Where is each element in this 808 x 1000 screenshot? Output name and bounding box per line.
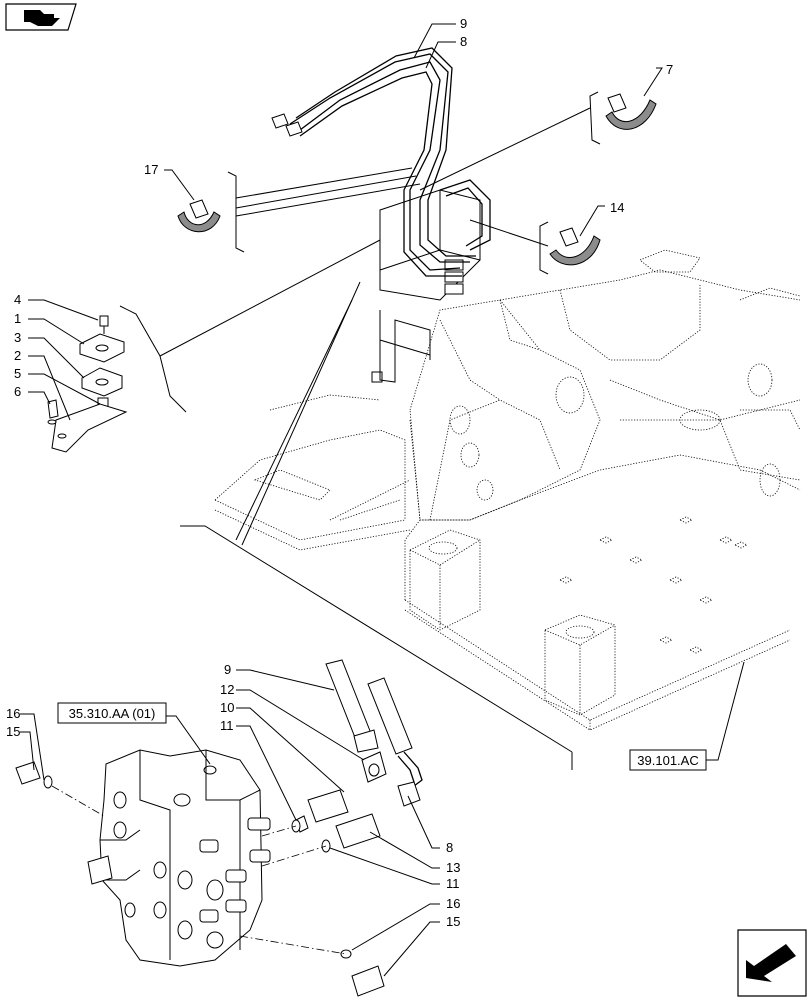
callout-3: 3 xyxy=(14,330,21,345)
callout-14: 14 xyxy=(610,200,624,215)
callout-15: 15 xyxy=(6,724,20,739)
callout-10: 10 xyxy=(220,700,234,715)
callout-1: 1 xyxy=(14,311,21,326)
callout-9-bottom: 9 xyxy=(224,662,231,677)
navigation-arrow-icon[interactable] xyxy=(737,929,807,997)
ref-label-control-valve: 35.310.AA (01) xyxy=(69,706,156,721)
ref-box-control-valve[interactable]: 35.310.AA (01) xyxy=(57,702,167,724)
hose-clamp-14 xyxy=(539,221,601,275)
machine-frame xyxy=(214,249,801,731)
callout-11: 11 xyxy=(220,718,234,733)
clamp-assembly-parts xyxy=(47,305,187,453)
callout-8: 8 xyxy=(460,34,467,49)
callout-13: 13 xyxy=(446,860,460,875)
callout-16: 16 xyxy=(6,706,20,721)
callout-9: 9 xyxy=(460,16,467,31)
valve-and-hoses-assembly xyxy=(271,47,491,383)
callout-15-bottom: 15 xyxy=(446,914,460,929)
callout-16-bottom: 16 xyxy=(446,896,460,911)
callout-6: 6 xyxy=(14,384,21,399)
view-orientation-icon[interactable] xyxy=(5,3,77,31)
ref-label-frame: 39.101.AC xyxy=(637,753,698,768)
callout-numbers: 9 8 7 17 14 4 1 3 2 5 6 9 12 10 11 16 15… xyxy=(6,16,673,929)
ref-box-frame[interactable]: 39.101.AC xyxy=(629,749,707,771)
hose-clamp-7 xyxy=(589,91,657,145)
callout-7: 7 xyxy=(666,62,673,77)
callout-11-bottom: 11 xyxy=(446,876,460,891)
callout-12: 12 xyxy=(220,682,234,697)
hose-clamp-17 xyxy=(177,171,245,253)
callout-4: 4 xyxy=(14,292,21,307)
callout-8-bottom: 8 xyxy=(446,840,453,855)
control-valve-body xyxy=(87,749,271,967)
callout-2: 2 xyxy=(14,348,21,363)
bottom-fittings xyxy=(15,659,423,997)
callout-17: 17 xyxy=(144,162,158,177)
leader-lines-bottom xyxy=(20,661,745,977)
callout-5: 5 xyxy=(14,366,21,381)
leader-lines-top xyxy=(28,23,663,770)
